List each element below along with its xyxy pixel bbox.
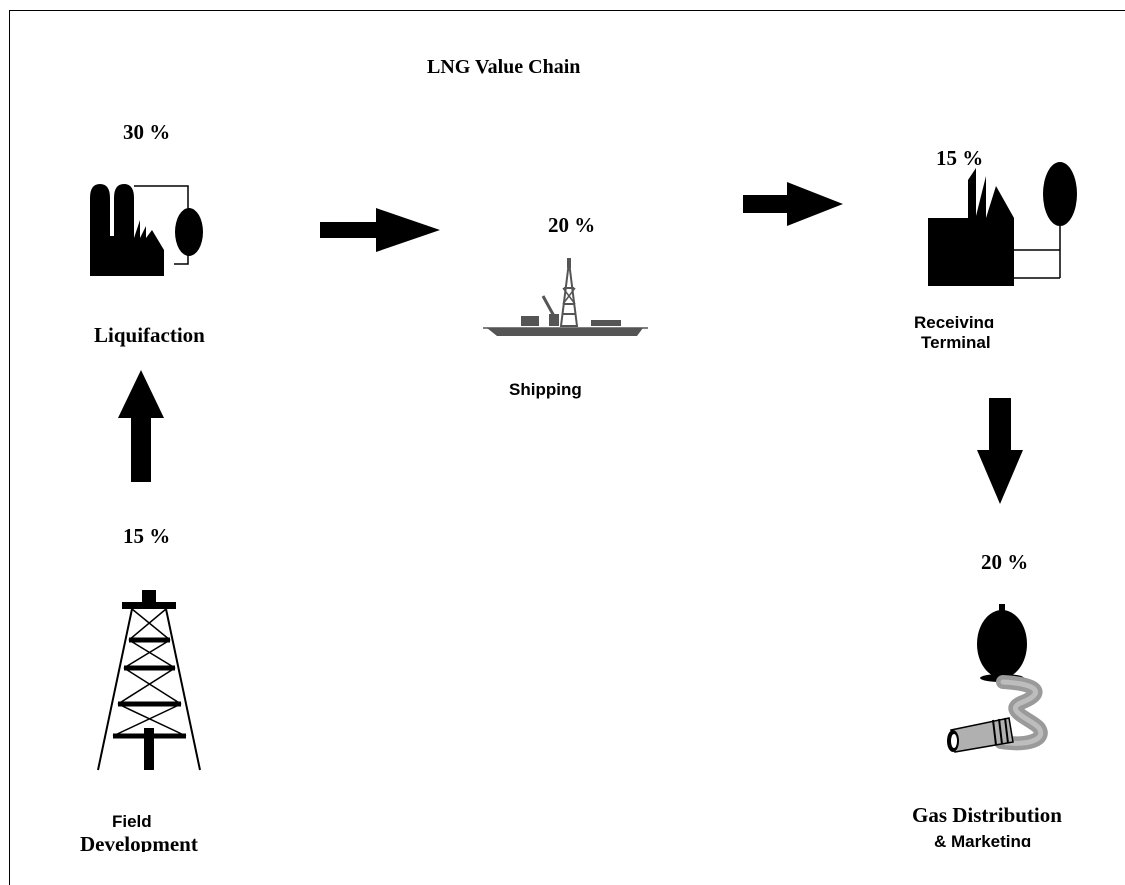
diagram-title: LNG Value Chain	[427, 56, 581, 78]
field-label-clip-2: Development	[70, 832, 230, 852]
arrow-right-icon	[320, 208, 440, 252]
field-development-percent: 15 %	[123, 524, 171, 548]
receiving-label-clip-2: Terminal	[895, 333, 1035, 352]
gas-label-clip-2: & Marketing	[900, 832, 1100, 847]
receiving-label-line1: Receiving	[914, 313, 995, 328]
drilling-rig-icon	[97, 590, 201, 771]
field-development-label-line1: Field	[112, 812, 152, 827]
receiving-label-line2: Terminal	[921, 333, 991, 352]
field-label-clip-1: Field	[70, 812, 230, 827]
gas-distribution-percent: 20 %	[981, 550, 1029, 574]
arrow-down-icon	[977, 398, 1023, 504]
gas-label-clip-1: Gas Distribution	[900, 804, 1100, 825]
diagram-frame	[9, 10, 1125, 885]
gas-distribution-label-line1: Gas Distribution	[912, 804, 1062, 825]
gas-distribution-label-line2: & Marketing	[934, 832, 1032, 847]
shipping-percent: 20 %	[548, 213, 596, 237]
liquefaction-plant-icon	[90, 184, 203, 276]
gas-pipeline-icon	[947, 604, 1048, 753]
shipping-label-clip: Shipping	[495, 380, 615, 400]
field-development-label-line2: Development	[80, 832, 198, 852]
arrow-up-icon	[118, 370, 164, 482]
shipping-label: Shipping	[509, 380, 582, 399]
liquifaction-percent: 30 %	[123, 120, 171, 144]
receiving-label-clip-1: Receiving	[895, 313, 1035, 328]
receiving-terminal-percent: 15 %	[936, 146, 984, 170]
arrow-right-icon	[743, 182, 843, 226]
receiving-terminal-icon	[928, 162, 1077, 286]
liquifaction-label: Liquifaction	[94, 323, 205, 347]
drill-ship-icon	[483, 258, 648, 336]
